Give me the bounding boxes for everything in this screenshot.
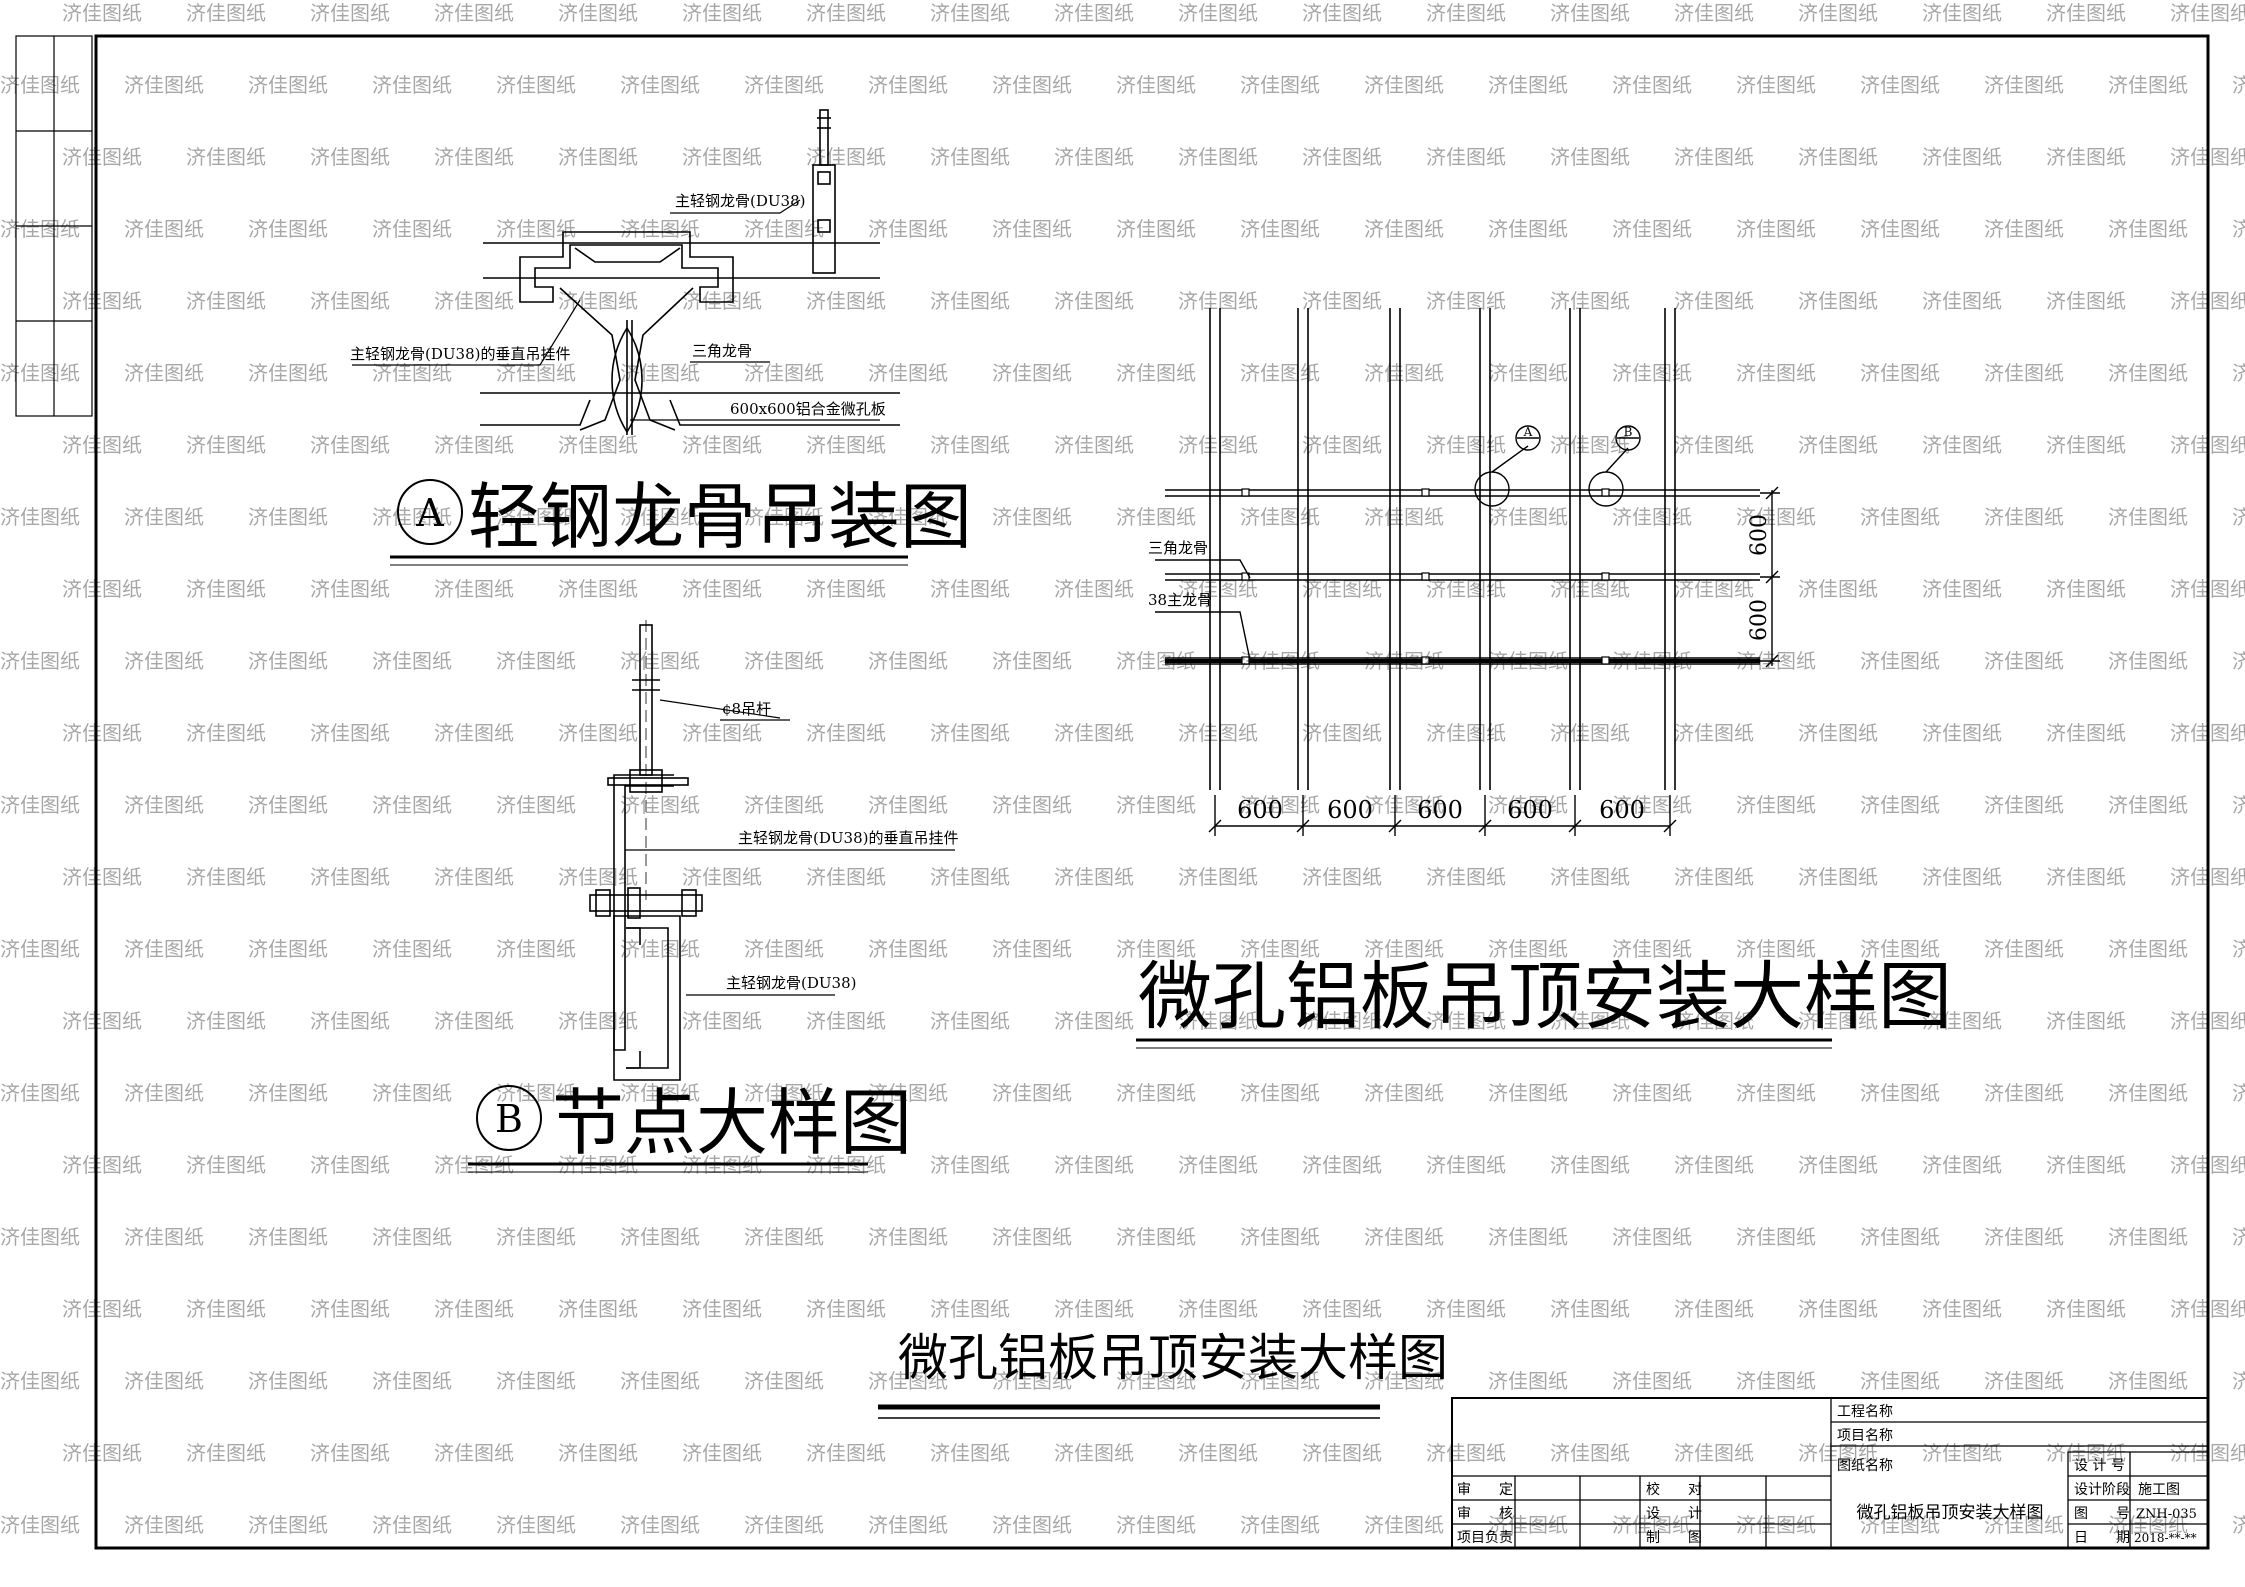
detail-b-drawing	[589, 620, 703, 1081]
plan-triangle-keel-label: 三角龙骨	[1148, 539, 1208, 557]
detail-a-triangle-keel-label: 三角龙骨	[692, 342, 752, 360]
plan-ref-b: B	[1624, 425, 1633, 439]
plan-horizontal-dim-4: 600	[1507, 796, 1553, 824]
plan-vertical-dimension	[1760, 486, 1780, 668]
tb-date-value: 2018-**-**	[2134, 1531, 2197, 1545]
detail-b-title: 节点大样图	[552, 1081, 912, 1165]
plan-horizontal-dim-5: 600	[1599, 796, 1645, 824]
tb-drawing-no-value: ZNH-035	[2136, 1507, 2197, 1522]
detail-a-marker-circle	[397, 479, 463, 545]
tb-check: 校 对	[1646, 1481, 1702, 1498]
tb-design-no-label: 设 计 号	[2074, 1458, 2125, 1474]
tb-draw: 制 图	[1646, 1530, 1702, 1546]
tb-project-name-label: 工程名称	[1837, 1404, 1893, 1420]
detail-a-leaders	[352, 199, 880, 421]
tb-design-stage-value: 施工图	[2138, 1482, 2180, 1498]
plan-ref-a: A	[1523, 425, 1533, 439]
plan-callouts	[1155, 425, 1641, 661]
detail-a-marker: A	[415, 491, 444, 535]
tb-drawing-name-label: 图纸名称	[1837, 1458, 1893, 1474]
tb-project-lead: 项目负责	[1457, 1530, 1513, 1546]
title-block	[1451, 1397, 2209, 1549]
detail-b-marker-circle	[476, 1085, 542, 1151]
tb-design-stage-label: 设计阶段	[2074, 1482, 2130, 1498]
tb-design: 设 计	[1646, 1506, 1702, 1522]
plan-horizontal-dim-2: 600	[1327, 796, 1373, 824]
detail-b-rod-label: ¢8吊杆	[722, 700, 771, 718]
main-title: 微孔铝板吊顶安装大样图	[898, 1329, 1448, 1387]
detail-a-main-keel-label: 主轻钢龙骨(DU38)	[675, 192, 805, 210]
plan-horizontal-dim-1: 600	[1237, 796, 1283, 824]
plan-title: 微孔铝板吊顶安装大样图	[1138, 954, 1952, 1040]
detail-a-title: 轻钢龙骨吊装图	[468, 475, 972, 559]
detail-a-drawing	[480, 109, 900, 435]
plan-clips	[1241, 488, 1610, 665]
detail-a-hanger-label: 主轻钢龙骨(DU38)的垂直吊挂件	[350, 345, 570, 363]
detail-b-marker: B	[495, 1097, 523, 1141]
plan-grid	[1165, 308, 1760, 790]
detail-b-leaders	[625, 699, 955, 996]
drawing-frame	[94, 34, 2210, 1550]
tb-approve: 审 定	[1457, 1482, 1513, 1498]
tb-drawing-name-value: 微孔铝板吊顶安装大样图	[1857, 1503, 2044, 1523]
tb-date-label: 日 期	[2074, 1530, 2130, 1546]
binding-strip	[15, 35, 93, 417]
detail-b-hanger-label: 主轻钢龙骨(DU38)的垂直吊挂件	[738, 829, 958, 847]
plan-vertical-dim-1: 600	[1747, 514, 1772, 556]
plan-vertical-dim-2: 600	[1747, 599, 1772, 641]
plan-horizontal-dim-3: 600	[1417, 796, 1463, 824]
tb-drawing-no-label: 图 号	[2074, 1506, 2130, 1522]
detail-a-panel-label: 600x600铝合金微孔板	[730, 400, 886, 418]
detail-b-main-keel-label: 主轻钢龙骨(DU38)	[726, 974, 856, 992]
tb-review: 审 核	[1457, 1506, 1513, 1522]
plan-main-keel-label: 38主龙骨	[1148, 591, 1212, 609]
tb-item-name-label: 项目名称	[1837, 1428, 1893, 1444]
plan-horizontal-dimension	[1208, 795, 1677, 836]
